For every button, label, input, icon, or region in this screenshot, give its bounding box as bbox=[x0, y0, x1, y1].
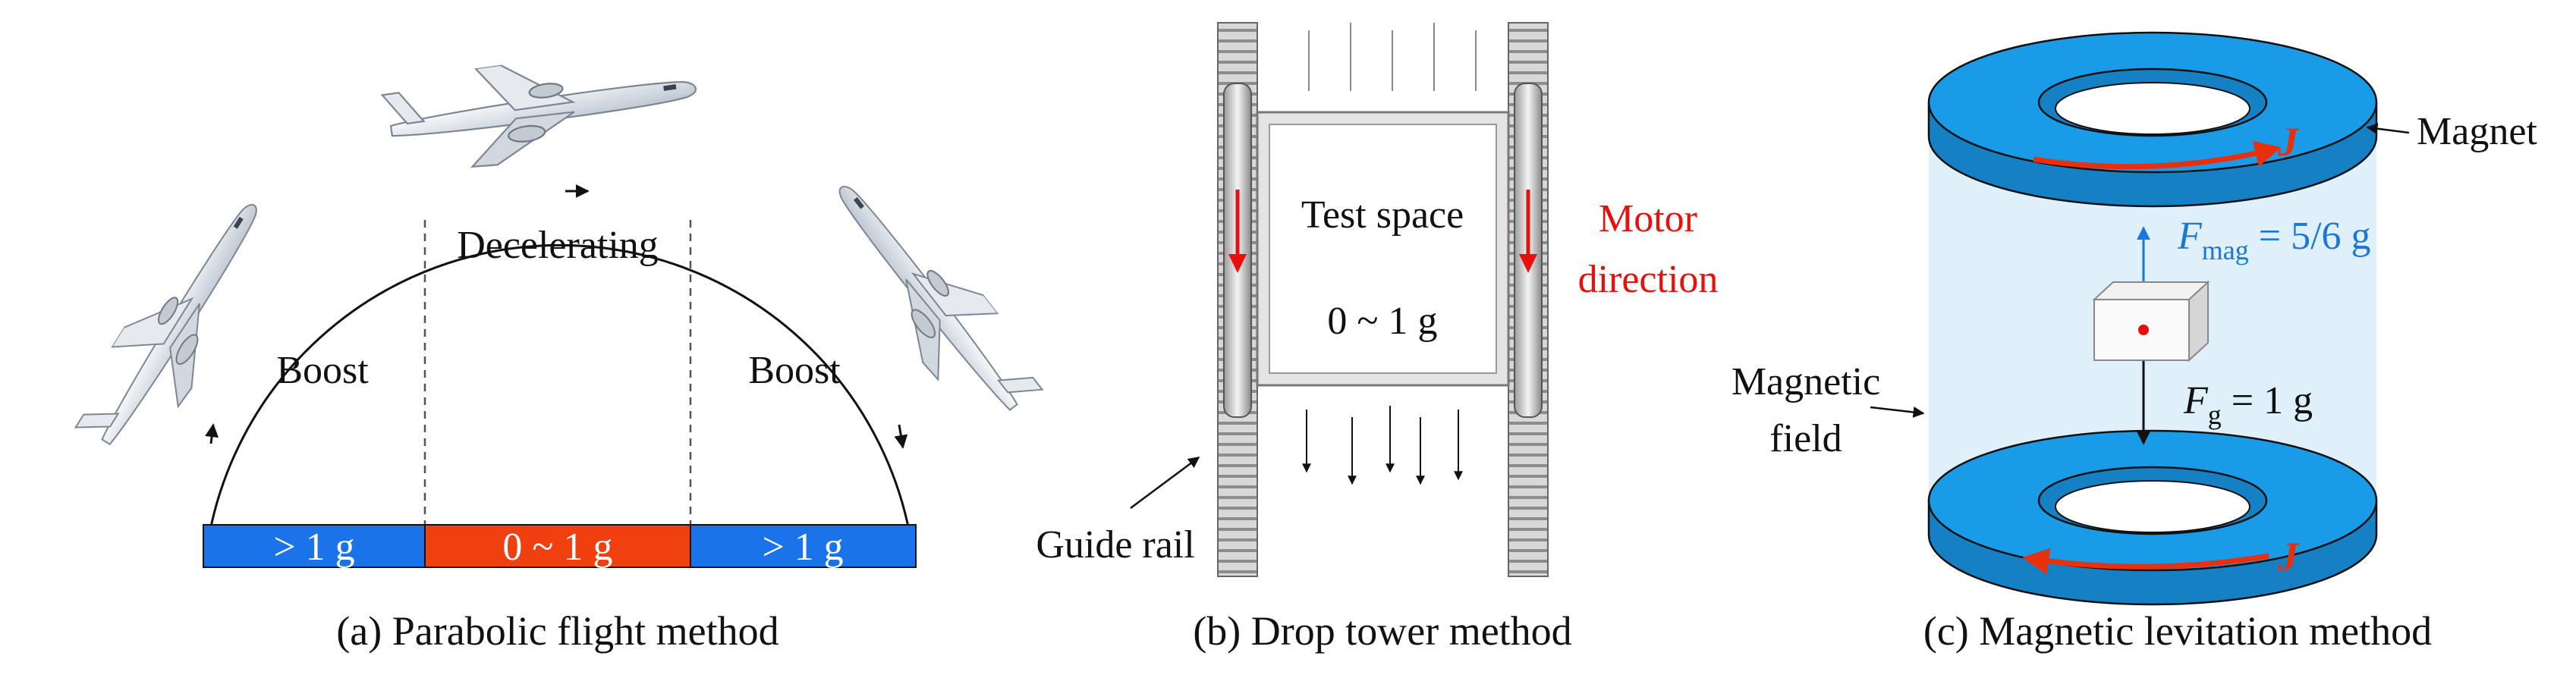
current-symbol-bottom: J bbox=[2277, 534, 2300, 579]
field-label-line2: field bbox=[1769, 417, 1842, 460]
motor-arrow-left-head bbox=[1228, 254, 1247, 273]
panel-c-magnetic-levitation: J J Fmag = 5/6 g Fg = 1 g Magnet Magneti… bbox=[1731, 31, 2537, 654]
caption-b: (b) Drop tower method bbox=[1193, 608, 1571, 654]
bar-boost-right bbox=[690, 524, 917, 568]
guide-rail-pointer bbox=[1130, 456, 1200, 510]
bar-right-label: > 1 g bbox=[762, 526, 843, 569]
test-space-label: Test space bbox=[1301, 193, 1464, 237]
guide-rail-label: Guide rail bbox=[1036, 523, 1194, 567]
trajectory-arrow-end bbox=[894, 424, 908, 449]
bar-left-label: > 1 g bbox=[273, 526, 354, 569]
phase-boost-right-label: Boost bbox=[748, 349, 841, 392]
airplane-descending-icon bbox=[806, 158, 1053, 438]
panel-b-drop-tower: Test space 0 ~ 1 g Motor direction Guide… bbox=[1036, 22, 1719, 654]
airplane-top-icon bbox=[379, 37, 703, 180]
bar-middle-label: 0 ~ 1 g bbox=[502, 526, 612, 569]
falling-lines-top bbox=[1308, 23, 1477, 91]
motor-direction-label-line1: Motor bbox=[1599, 197, 1697, 240]
current-symbol-top: J bbox=[2277, 119, 2300, 165]
current-arrow-top bbox=[2033, 140, 2282, 170]
phase-decelerating-label: Decelerating bbox=[457, 224, 659, 267]
panel-a-parabolic-flight: > 1 g 0 ~ 1 g > 1 g Boost Decelerating B… bbox=[64, 37, 1053, 654]
caption-c: (c) Magnetic levitation method bbox=[1923, 608, 2432, 654]
test-space bbox=[1269, 124, 1497, 374]
magnet-pointer bbox=[2366, 123, 2410, 135]
motor-direction-label-line2: direction bbox=[1578, 258, 1719, 301]
gravity-range-label: 0 ~ 1 g bbox=[1327, 300, 1437, 343]
caption-a: (a) Parabolic flight method bbox=[336, 608, 778, 654]
falling-arrows-bottom bbox=[1302, 406, 1463, 485]
fg-label: Fg = 1 g bbox=[2183, 379, 2313, 430]
trajectory-arrow-start bbox=[205, 423, 219, 444]
airplane-climbing-icon bbox=[64, 180, 292, 469]
bar-decelerating bbox=[424, 524, 691, 568]
sample-cube bbox=[2092, 280, 2210, 363]
magnet-top bbox=[1927, 31, 2378, 208]
field-pointer bbox=[1870, 406, 1925, 418]
current-arrow-bottom bbox=[2022, 548, 2269, 575]
parabolic-trajectory bbox=[203, 243, 916, 566]
fmag-label: Fmag = 5/6 g bbox=[2177, 215, 2371, 265]
phase-boost-left-label: Boost bbox=[276, 349, 369, 392]
field-label-line1: Magnetic bbox=[1731, 360, 1880, 403]
magnet-label: Magnet bbox=[2417, 110, 2537, 153]
magnet-bottom bbox=[1927, 429, 2378, 606]
motor-arrow-right-head bbox=[1519, 254, 1537, 273]
